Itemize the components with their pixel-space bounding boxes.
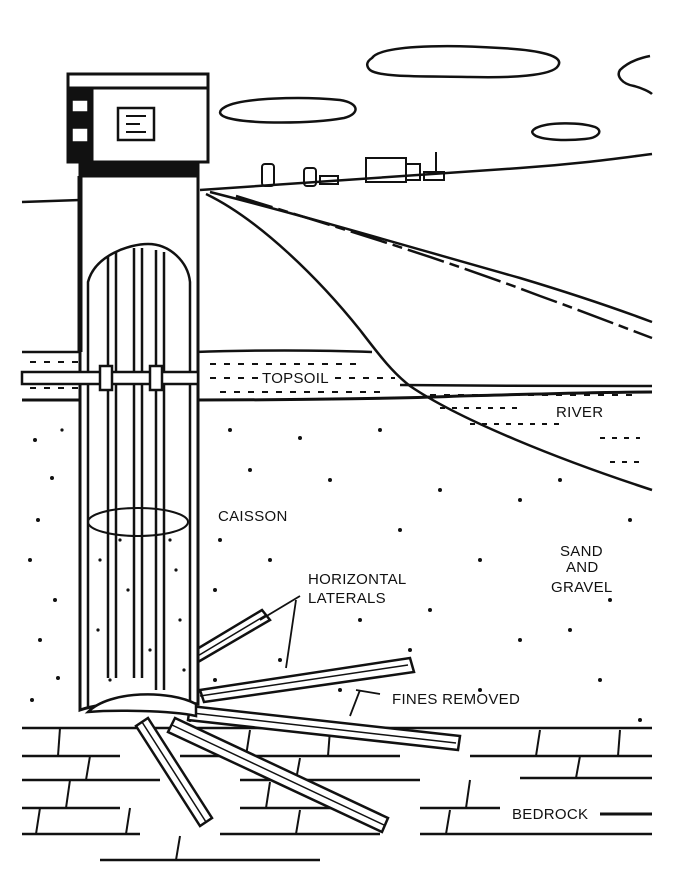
label-bedrock: BEDROCK	[512, 806, 588, 823]
cloud-edge	[617, 54, 653, 95]
topsoil-bottom	[22, 390, 653, 402]
river-surface	[399, 383, 653, 388]
label-sand-line3: GRAVEL	[551, 579, 613, 596]
cloud-large	[366, 44, 561, 79]
river-edge	[205, 192, 653, 492]
topsoil-top	[22, 349, 373, 354]
clouds	[218, 44, 653, 142]
horizon-right	[199, 152, 653, 192]
topsoil-layer	[22, 349, 653, 463]
river-bank-lower	[235, 194, 653, 340]
water-level	[87, 507, 189, 537]
label-topsoil: TOPSOIL	[262, 370, 329, 387]
label-sand-line2: AND	[566, 559, 599, 576]
lateral-shading	[141, 614, 457, 826]
caisson-inner-wall	[86, 242, 192, 708]
cloud-mid	[218, 96, 357, 124]
label-fines-removed: FINES REMOVED	[392, 691, 520, 708]
distant-buildings	[261, 152, 445, 187]
bedrock-layer	[22, 726, 652, 862]
caisson-bottom	[84, 693, 198, 718]
fines-removed-zone	[259, 595, 381, 717]
river-dashes	[440, 407, 640, 463]
pump-house-base	[78, 160, 200, 178]
bedrock-joints	[35, 727, 621, 861]
discharge-header	[20, 364, 200, 392]
horizon-left	[21, 198, 81, 204]
label-sand-line1: SAND	[560, 543, 603, 560]
label-laterals-line1: HORIZONTAL	[308, 571, 407, 588]
label-caisson: CAISSON	[218, 508, 288, 525]
cloud-small	[531, 122, 601, 142]
label-laterals-line2: LATERALS	[308, 590, 386, 607]
labels: TOPSOIL RIVER CAISSON SAND AND GRAVEL HO…	[218, 370, 613, 823]
gravel-fill	[96, 538, 186, 682]
riser-pipes	[106, 248, 166, 690]
pump-house	[66, 72, 210, 178]
horizon	[21, 152, 653, 204]
river-banks	[205, 190, 653, 492]
label-river: RIVER	[556, 404, 603, 421]
horizontal-laterals	[134, 608, 462, 834]
topsoil-dashes	[30, 361, 640, 396]
pump-house-roof	[66, 72, 210, 90]
sand-gravel-speckles	[28, 428, 642, 722]
caisson	[20, 72, 210, 718]
